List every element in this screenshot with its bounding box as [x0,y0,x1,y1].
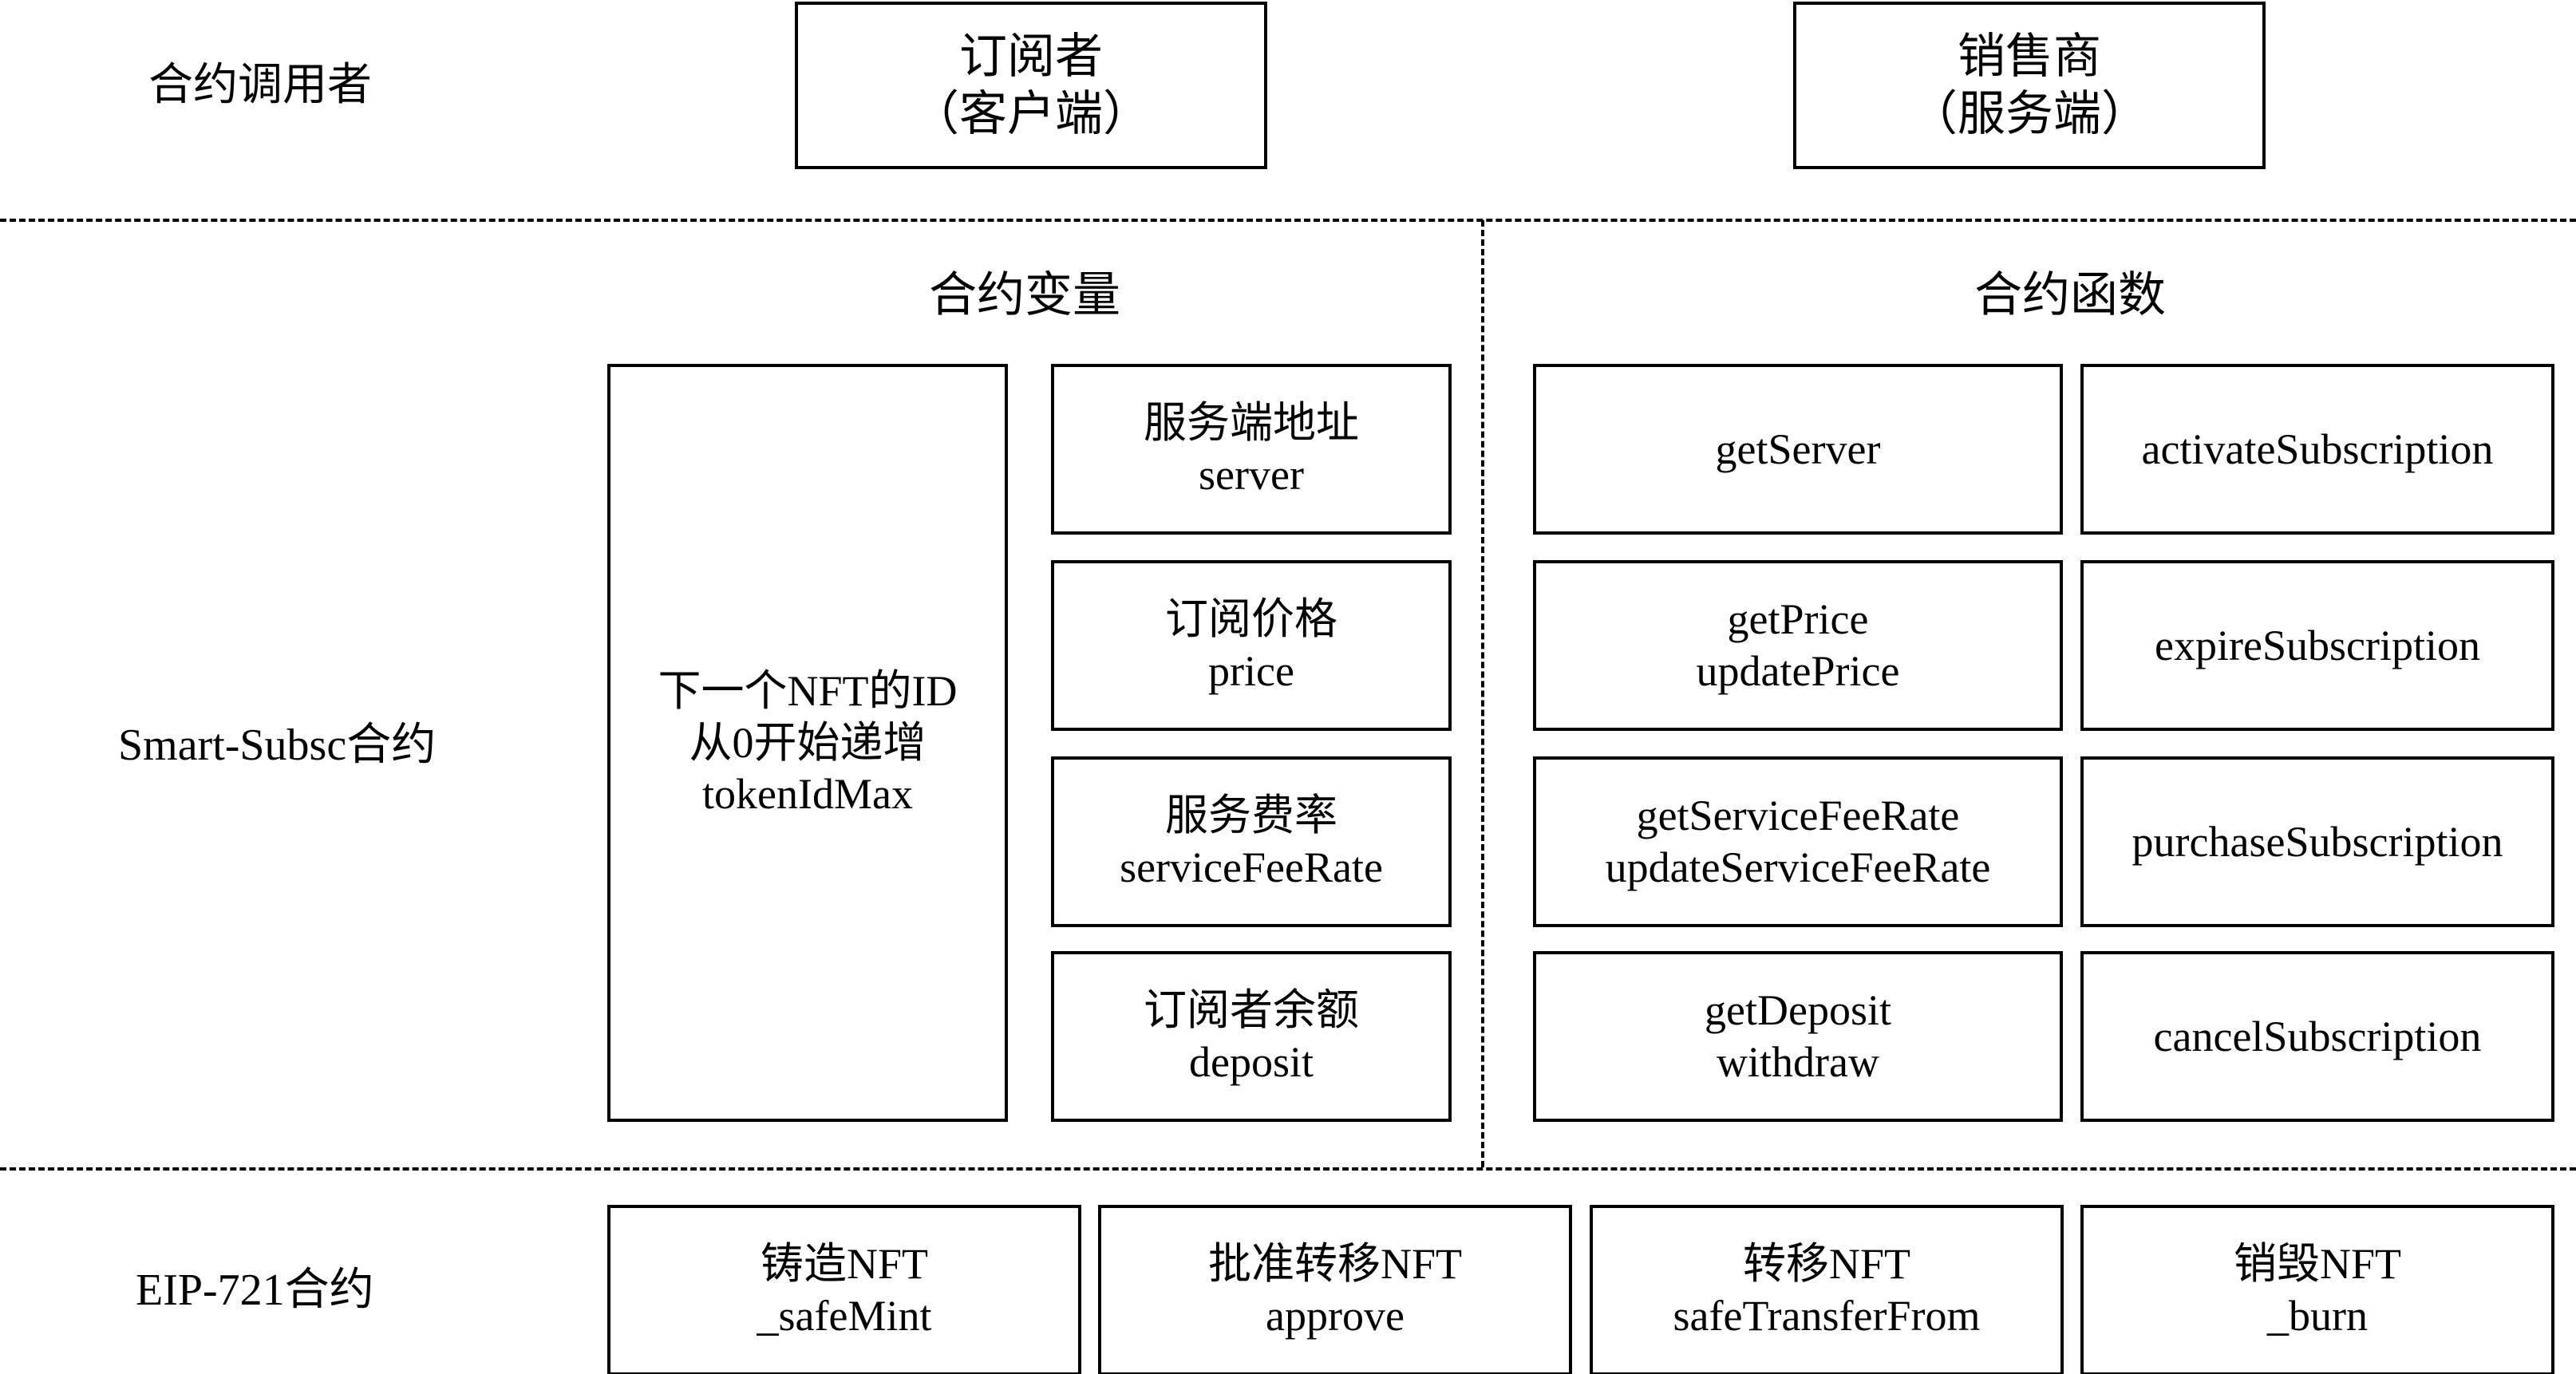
function-price-box: getPrice updatePrice [1533,560,2063,731]
token-id-max-box: 下一个NFT的ID 从0开始递增 tokenIdMax [607,364,1008,1122]
function-line-1: getServer [1715,424,1881,473]
eip-approve-box: 批准转移NFT approve [1098,1205,1572,1374]
separator-vertical [1481,220,1484,1167]
token-line-2: 从0开始递增 [689,718,926,767]
variable-code: serviceFeeRate [1120,843,1383,891]
variable-code: server [1199,451,1304,499]
functions-header: 合约函数 [1974,269,2166,322]
separator-bottom [0,1167,2576,1171]
token-line-3: tokenIdMax [702,770,913,819]
variable-title: 服务费率 [1165,792,1337,840]
subscriber-subtitle: （客户端） [911,88,1151,140]
function-line-2: updatePrice [1696,647,1900,695]
smart-row-label: Smart-Subsc合约 [118,721,437,770]
eip-code: safeTransferFrom [1673,1292,1981,1340]
function-deposit-box: getDeposit withdraw [1533,951,2063,1122]
variables-header: 合约变量 [929,269,1120,322]
separator-top [0,219,2576,222]
function-purchase-subscription-box: purchaseSubscription [2080,756,2554,927]
eip-code: _burn [2267,1292,2368,1340]
eip-title: 批准转移NFT [1207,1240,1462,1289]
eip-row-label: EIP-721合约 [136,1265,374,1315]
eip-code: _safeMint [757,1292,932,1340]
function-name: activateSubscription [2141,424,2494,473]
variable-title: 订阅价格 [1165,595,1337,644]
variable-code: deposit [1189,1038,1314,1086]
variable-code: price [1208,647,1294,695]
variable-price-box: 订阅价格 price [1051,560,1452,731]
function-name: expireSubscription [2155,621,2480,669]
variable-service-fee-rate-box: 服务费率 serviceFeeRate [1051,756,1452,927]
function-name: purchaseSubscription [2132,817,2503,866]
eip-title: 转移NFT [1742,1240,1910,1289]
function-service-fee-rate-box: getServiceFeeRate updateServiceFeeRate [1533,756,2063,927]
variable-title: 订阅者余额 [1144,986,1359,1035]
variable-server-box: 服务端地址 server [1051,364,1452,535]
function-get-server-box: getServer [1533,364,2063,535]
eip-title: 销毁NFT [2233,1240,2401,1289]
subscriber-box: 订阅者 （客户端） [795,2,1267,169]
variable-title: 服务端地址 [1144,399,1359,448]
eip-code: approve [1266,1292,1405,1340]
token-line-1: 下一个NFT的ID [658,666,958,715]
vendor-title: 销售商 [1958,30,2101,83]
function-activate-subscription-box: activateSubscription [2080,364,2554,535]
eip-title: 铸造NFT [760,1240,928,1289]
function-line-2: updateServiceFeeRate [1605,843,1991,891]
subscriber-title: 订阅者 [959,30,1103,83]
vendor-subtitle: （服务端） [1910,88,2149,140]
function-line-1: getServiceFeeRate [1636,792,1960,840]
function-name: cancelSubscription [2153,1012,2482,1060]
caller-row-label: 合约调用者 [148,61,372,110]
variable-deposit-box: 订阅者余额 deposit [1051,951,1452,1122]
eip-safe-transfer-from-box: 转移NFT safeTransferFrom [1590,1205,2064,1374]
function-line-1: getDeposit [1705,986,1891,1035]
eip-burn-box: 销毁NFT _burn [2080,1205,2554,1374]
function-cancel-subscription-box: cancelSubscription [2080,951,2554,1122]
vendor-box: 销售商 （服务端） [1793,2,2266,169]
function-line-2: withdraw [1717,1038,1879,1086]
function-expire-subscription-box: expireSubscription [2080,560,2554,731]
eip-safe-mint-box: 铸造NFT _safeMint [607,1205,1081,1374]
function-line-1: getPrice [1727,595,1869,644]
